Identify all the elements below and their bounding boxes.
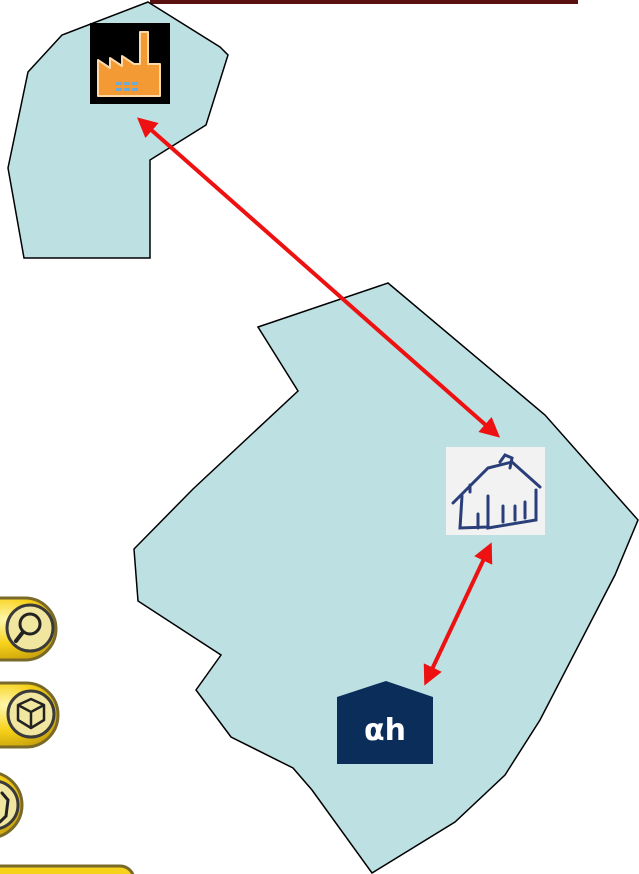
house-ah-arrow [423,542,493,686]
house-region [133,282,639,874]
ah-logo-text: αh [364,713,406,748]
shield-icon [0,791,10,824]
magnifier-icon [14,612,42,643]
box-icon [16,697,46,730]
box-button[interactable] [0,681,60,749]
shield-button[interactable] [0,772,24,838]
bottom-yellow-button[interactable] [0,864,135,874]
top-bar [150,0,578,4]
magnifier-button[interactable] [0,596,58,662]
house-icon [446,447,545,535]
ah-logo: αh [337,681,433,764]
factory-icon [90,23,170,104]
factory-house-arrow [137,117,500,438]
